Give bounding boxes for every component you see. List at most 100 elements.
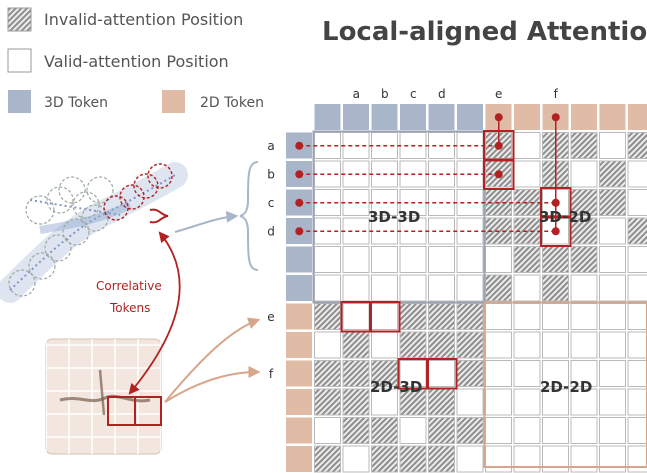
invalid-attention-cell [314,445,341,473]
valid-attention-cell [570,417,598,444]
blue-arrow-icon [174,210,239,233]
valid-attention-cell [542,445,569,473]
column-label: b [381,87,389,101]
token-dot-icon [295,141,304,150]
valid-attention-cell [599,132,626,159]
invalid-attention-cell [513,246,541,273]
token3d-row-cell [286,275,312,301]
valid-attention-cell [599,217,626,245]
valid-attention-cell [627,360,647,387]
legend-valid-label: Valid-attention Position [44,52,229,71]
token-dot-icon [494,170,503,179]
valid-attention-cell [485,417,512,444]
valid-attention-cell [599,303,626,330]
quadrant-2d2d-outline [483,301,647,468]
valid-attention-cell [428,274,455,302]
invalid-attention-cell [456,360,484,387]
valid-attention-cell [627,189,647,216]
column-label: a [353,87,360,101]
valid-attention-cell [371,246,398,273]
valid-attention-cell [570,160,598,188]
valid-attention-cell [399,417,427,444]
invalid-attention-cell [399,303,427,330]
tan-arrow-e-icon [164,317,261,403]
valid-attention-cell [399,274,427,302]
valid-attention-cell [627,331,647,359]
valid-attention-cell [570,303,598,330]
token3d-row-cell [286,246,312,273]
token-dot-icon [494,113,503,122]
valid-attention-cell [314,331,341,359]
tan-arrow-f-icon [164,366,261,403]
invalid-attention-cell [570,132,598,159]
region-label-2d2d: 2D-2D [540,378,592,396]
valid-attention-cell [371,274,398,302]
valid-attention-cell [485,331,512,359]
valid-attention-cell [542,331,569,359]
valid-attention-cell [570,360,598,387]
valid-attention-cell [542,417,569,444]
invalid-attention-cell [599,160,626,188]
token2d-swatch [162,90,185,113]
column-label: c [410,87,417,101]
invalid-swatch [7,7,32,32]
legend-invalid-label: Invalid-attention Position [44,10,243,29]
token3d-header-cell [428,104,455,130]
valid-attention-cell [314,274,341,302]
valid-attention-cell [342,303,370,330]
valid-attention-cell [570,331,598,359]
valid-attention-cell [627,274,647,302]
invalid-attention-cell [314,388,341,416]
column-label: d [438,87,446,101]
invalid-attention-cell [314,360,341,387]
valid-attention-cell [513,331,541,359]
token3d-header-cell [457,104,483,130]
row-label: c [268,196,275,210]
invalid-attention-cell [314,303,341,330]
token-dot-icon [551,113,560,122]
region-label-3d2d: 3D-2D [539,208,591,226]
token2d-row-cell [286,303,312,330]
valid-attention-cell [570,388,598,416]
legend: Invalid-attention Position Valid-attenti… [7,7,264,113]
valid-attention-cell [371,331,398,359]
valid-attention-cell [599,445,626,473]
point-cloud-illustration [0,162,188,303]
image-patch-illustration [45,338,162,455]
valid-swatch [7,48,32,73]
invalid-attention-cell [485,274,512,302]
valid-attention-cell [627,445,647,473]
invalid-attention-cell [542,246,569,273]
valid-attention-cell [570,274,598,302]
valid-attention-cell [542,360,569,387]
token2d-row-cell [286,360,312,387]
correlative-highlight-cell [369,301,401,333]
valid-attention-cell [513,388,541,416]
valid-attention-cell [399,246,427,273]
valid-attention-cell [570,445,598,473]
invalid-attention-cell [570,246,598,273]
correlative-annotation: Correlative Tokens [96,231,181,395]
token2d-header-cell [599,104,626,130]
valid-attention-cell [542,388,569,416]
valid-attention-cell [428,360,455,387]
token-dot-icon [494,141,503,150]
valid-attention-cell [314,417,341,444]
invalid-attention-cell [428,388,455,416]
row-label: b [267,167,275,181]
row-label: a [267,139,274,153]
invalid-attention-cell [428,331,455,359]
valid-attention-cell [485,246,512,273]
token2d-header-cell [514,104,540,130]
invalid-attention-cell [456,417,484,444]
invalid-attention-cell [599,189,626,216]
valid-attention-cell [456,246,484,273]
token-dot-icon [295,170,304,179]
valid-attention-cell [371,388,398,416]
invalid-attention-cell [456,331,484,359]
invalid-attention-cell [627,132,647,159]
valid-attention-cell [513,417,541,444]
valid-attention-cell [342,274,370,302]
token2d-header-cell [571,104,597,130]
